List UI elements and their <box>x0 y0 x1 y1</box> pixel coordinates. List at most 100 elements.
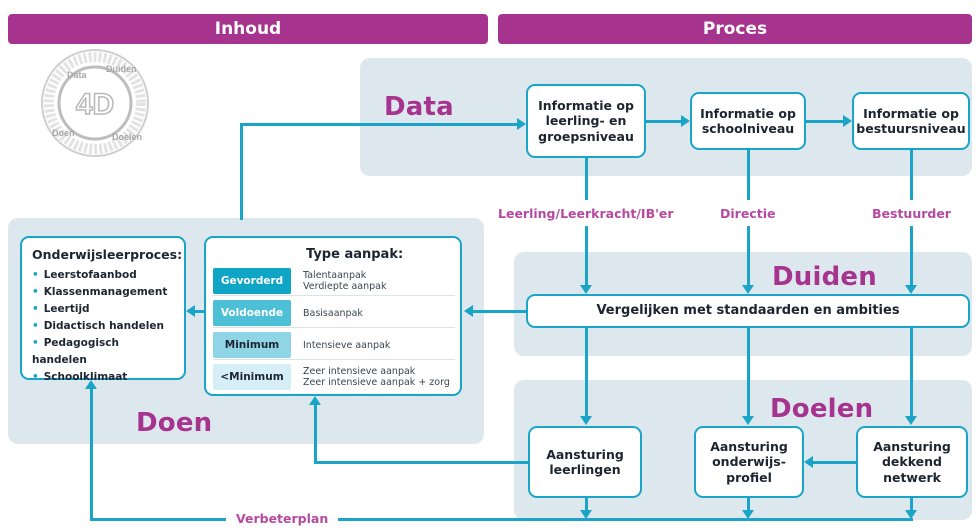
list-item-label: Leertijd <box>43 303 90 315</box>
aanpak-desc: Intensieve aanpak <box>303 332 390 358</box>
box-vergelijken: Vergelijken met standaarden en ambities <box>526 294 970 328</box>
aanpak-row: Minimum Intensieve aanpak <box>213 332 455 360</box>
aanpak-desc-line: Verdiepte aanpak <box>303 281 387 292</box>
loop-doen-right <box>240 123 518 126</box>
actor-leerling: Leerling/Leerkracht/IB'er <box>498 206 674 221</box>
box-aansturing-leerlingen-label: Aansturing leerlingen <box>546 446 624 477</box>
v-bestuur-top <box>910 150 913 200</box>
box-aansturing-leerlingen: Aansturing leerlingen <box>528 426 642 498</box>
bullet-icon: • <box>32 269 39 281</box>
line-to-aanpak-head <box>309 396 321 405</box>
zone-title-data: Data <box>384 92 454 122</box>
header-inhoud: Inhoud <box>8 14 488 44</box>
aanpak-desc-line: Intensieve aanpak <box>303 339 391 351</box>
box-aansturing-profiel-label: Aansturing onderwijs-profiel <box>710 439 788 485</box>
line-leerlingen-left <box>314 461 528 464</box>
v-to-netwerk-head <box>905 416 917 425</box>
v-school-bottom <box>747 226 750 286</box>
aanpak-desc-line: Zeer intensieve aanpak + zorg <box>303 377 450 388</box>
logo-center-text: 4D <box>76 88 114 121</box>
v-leerling-bottom <box>585 226 588 286</box>
zone-title-doelen: Doelen <box>770 394 874 424</box>
box-aansturing-netwerk-label: Aansturing dekkend netwerk <box>873 439 951 485</box>
bullet-icon: • <box>32 303 39 315</box>
arrow-vergelijken-aanpak-line <box>472 310 526 313</box>
box-info-school-label: Informatie op schoolniveau <box>700 105 796 136</box>
actor-bestuurder: Bestuurder <box>872 206 951 221</box>
v-school-head <box>742 285 754 294</box>
arrow-leerling-school-head <box>681 115 690 127</box>
arrow-school-bestuur-line <box>806 120 844 123</box>
verbeterplan-line-right <box>338 518 913 521</box>
arrow-netwerk-profiel-line <box>812 461 856 464</box>
aanpak-level-chip: Voldoende <box>213 300 291 326</box>
bullet-icon: • <box>32 286 39 298</box>
list-item-label: Klassenmanagement <box>43 286 168 298</box>
down-profiel <box>747 498 750 514</box>
onderwijsleerproces-box: Onderwijsleerproces: • Leerstofaanbod • Kl… <box>20 236 186 383</box>
logo-ring-data: Data <box>67 70 88 80</box>
list-item-label: Pedagogisch handelen <box>32 337 119 366</box>
list-item: • Klassenmanagement <box>32 284 174 301</box>
verbeterplan-up <box>90 388 93 521</box>
arrow-leerling-school-line <box>646 120 682 123</box>
arrow-vergelijken-aanpak-head <box>464 305 473 317</box>
v-to-profiel-head <box>742 416 754 425</box>
box-info-bestuur: Informatie op bestuursniveau <box>852 92 970 150</box>
loop-doen-up <box>240 125 243 220</box>
down-netwerk <box>910 498 913 514</box>
aanpak-desc-line: Talentaanpak <box>303 270 367 281</box>
v-leerling-head <box>580 285 592 294</box>
box-vergelijken-label: Vergelijken met standaarden en ambities <box>596 303 900 319</box>
onderwijsleerproces-title: Onderwijsleerproces: <box>32 247 183 262</box>
bullet-icon: • <box>32 320 39 332</box>
list-item-label: Schoolklimaat <box>43 371 128 383</box>
aanpak-level-chip: Gevorderd <box>213 268 291 294</box>
zone-title-doen: Doen <box>136 408 213 438</box>
aanpak-level-chip: Minimum <box>213 332 291 358</box>
v-to-netwerk <box>910 328 913 418</box>
box-info-school: Informatie op schoolniveau <box>690 92 806 150</box>
type-aanpak-title: Type aanpak: <box>306 247 404 262</box>
arrow-school-bestuur-head <box>843 115 852 127</box>
down-profiel-head <box>742 510 754 519</box>
logo-ring-doelen: Doelen <box>112 132 142 142</box>
v-school-top <box>747 150 750 200</box>
logo-ring-doen: Doen <box>52 128 75 138</box>
v-leerling-top <box>585 158 588 200</box>
4d-logo-icon: 4D Data Duiden Doelen Doen <box>40 48 150 158</box>
down-netwerk-head <box>905 510 917 519</box>
bullet-icon: • <box>32 371 39 383</box>
list-item: • Leertijd <box>32 301 174 318</box>
aanpak-desc-line: Basisaanpak <box>303 307 363 319</box>
list-item: •Pedagogisch handelen <box>32 335 174 369</box>
down-leerlingen <box>585 498 588 514</box>
verbeterplan-line-left <box>90 518 226 521</box>
zone-title-duiden: Duiden <box>772 262 877 292</box>
list-item: • Schoolklimaat <box>32 369 174 386</box>
aanpak-desc: Basisaanpak <box>303 300 363 326</box>
list-item-label: Didactisch handelen <box>43 320 164 332</box>
bullet-icon: • <box>32 337 39 349</box>
list-item-label: Leerstofaanbod <box>43 269 137 281</box>
header-proces: Proces <box>498 14 972 44</box>
actor-directie: Directie <box>720 206 776 221</box>
verbeterplan-label: Verbeterplan <box>236 511 329 526</box>
v-bestuur-bottom <box>910 226 913 286</box>
aanpak-row: Voldoende Basisaanpak <box>213 300 455 328</box>
arrow-aanpak-olp-head <box>186 305 195 317</box>
v-to-profiel <box>747 328 750 418</box>
arrow-aanpak-olp-line <box>194 310 204 313</box>
line-to-aanpak-up <box>314 404 317 464</box>
verbeterplan-up-head <box>85 380 97 389</box>
onderwijsleerproces-list: • Leerstofaanbod • Klassenmanagement • Leer… <box>32 267 174 386</box>
loop-doen-head <box>517 118 526 130</box>
aanpak-desc-line: Zeer intensieve aanpak <box>303 366 416 377</box>
down-leerlingen-head <box>580 510 592 519</box>
v-to-leerlingen <box>585 328 588 418</box>
